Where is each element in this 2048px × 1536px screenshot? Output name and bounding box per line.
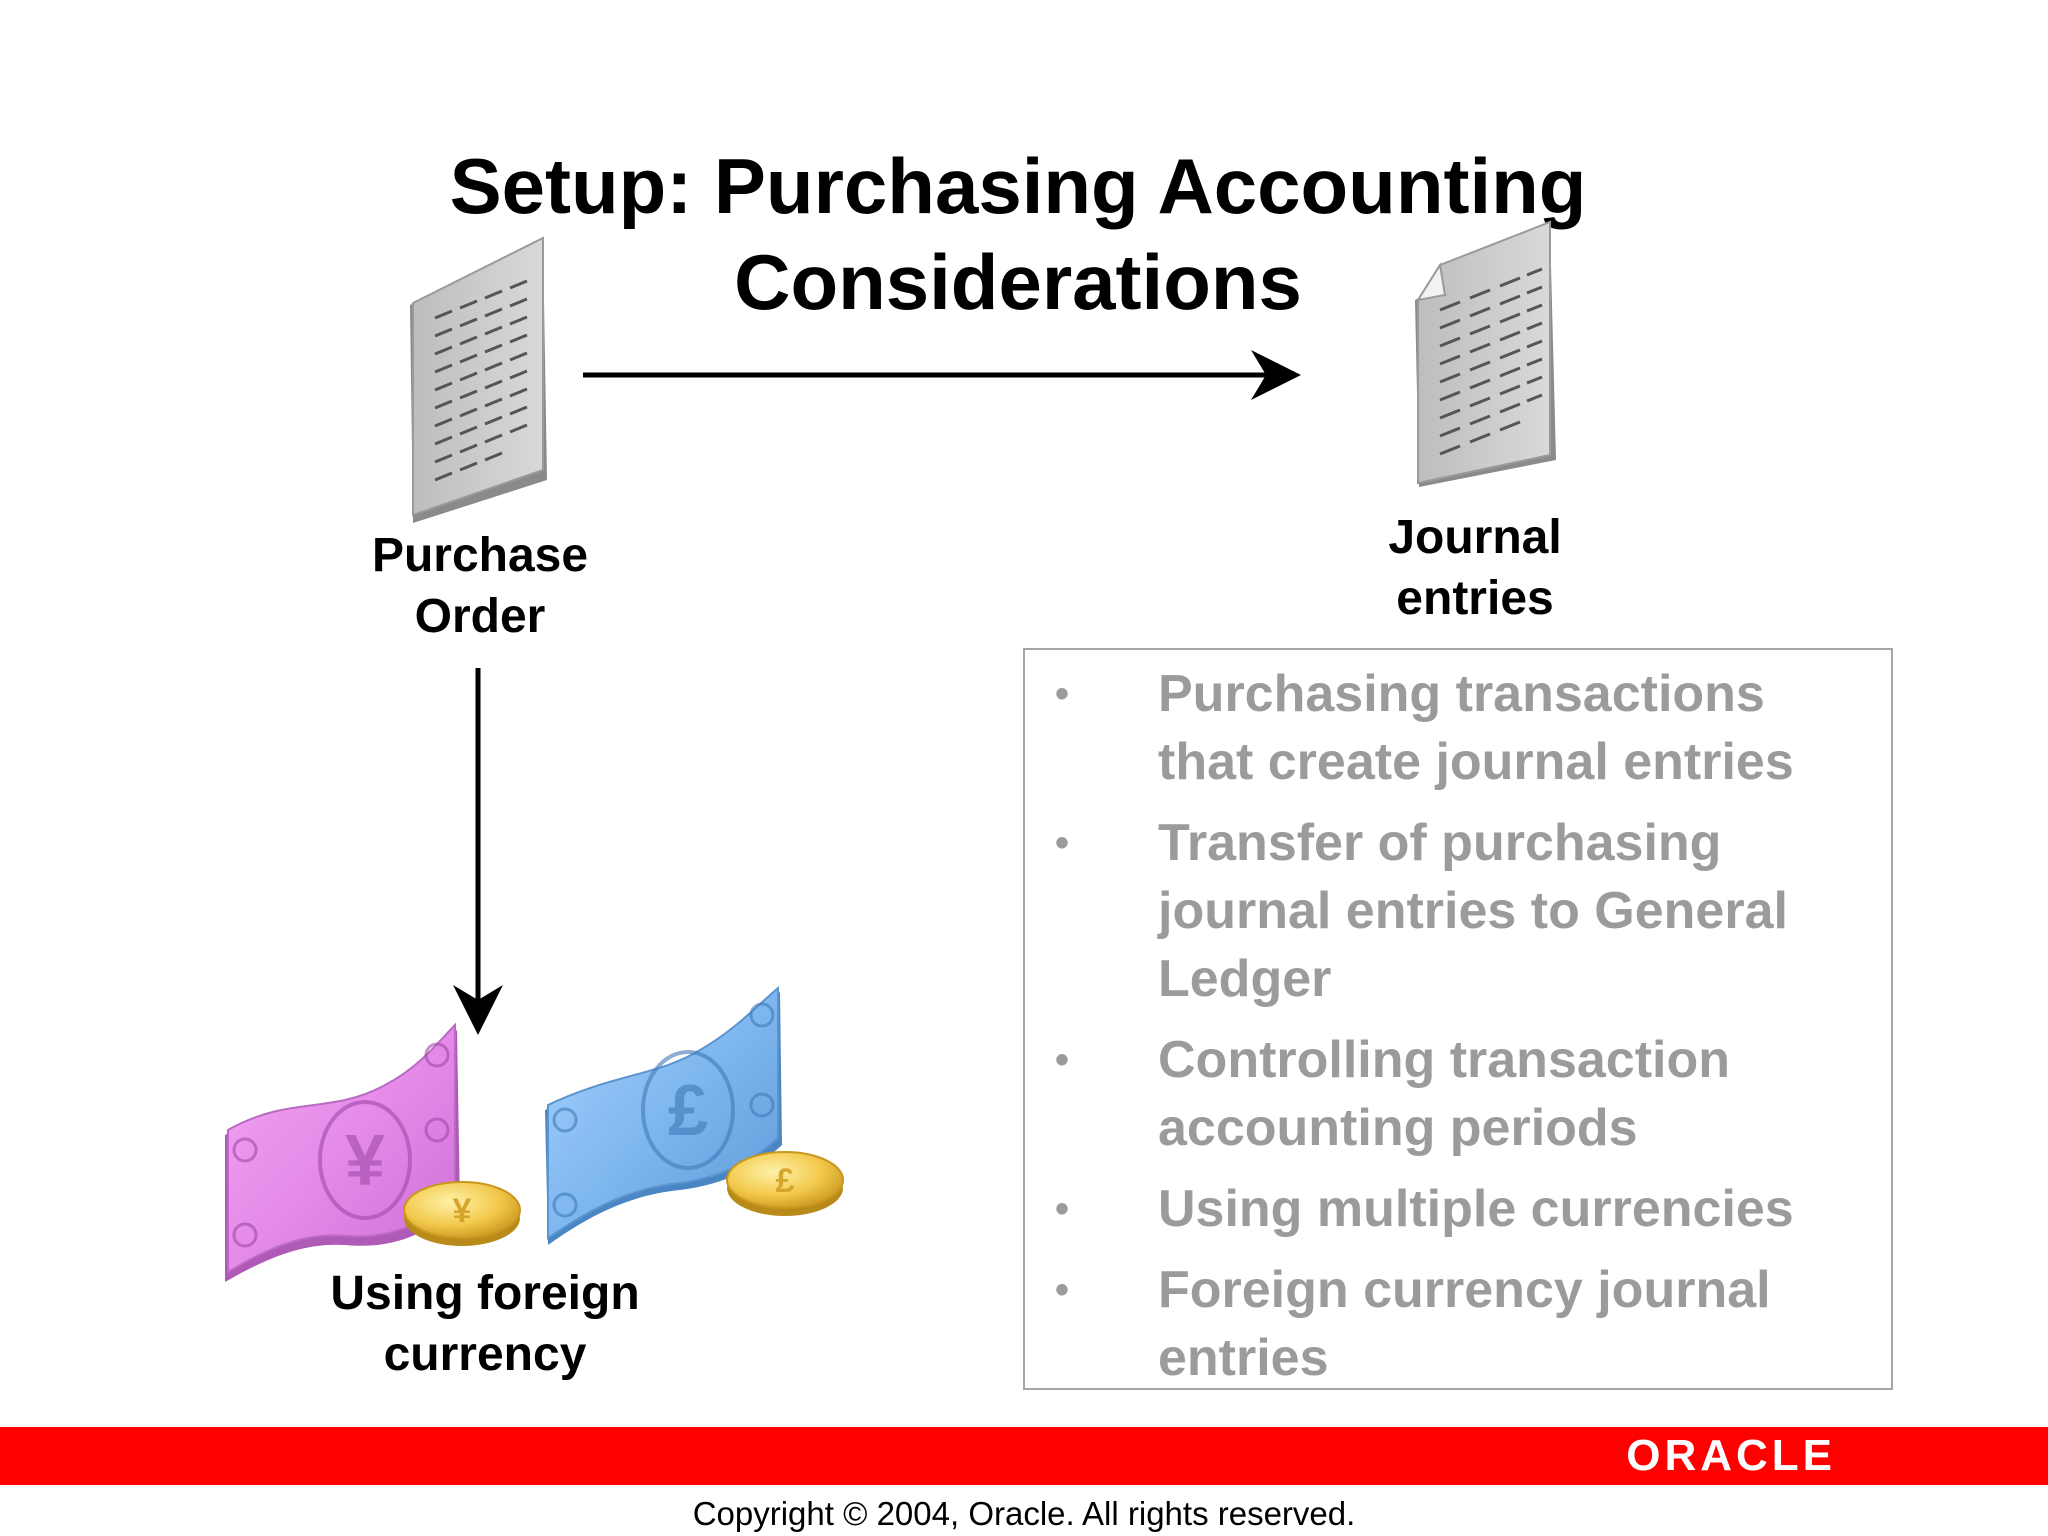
- copyright-text: Copyright © 2004, Oracle. All rights res…: [692, 1495, 1356, 1532]
- list-item: • Transfer of purchasing journal entries…: [1025, 809, 1891, 1013]
- foreign-currency-label-line-2: currency: [383, 1328, 587, 1381]
- pound-coin-icon: £: [726, 1151, 844, 1216]
- list-item-line: Controlling transaction: [1158, 1031, 1730, 1089]
- list-item: • Purchasing transactions that create jo…: [1025, 660, 1891, 796]
- purchase-order-label-line-1: Purchase: [371, 529, 589, 582]
- bullet-marker: •: [1055, 672, 1070, 716]
- footer-bar: ORACLE: [0, 1427, 2048, 1485]
- yen-coin-icon: ¥: [403, 1181, 521, 1246]
- list-item-line: that create journal entries: [1158, 733, 1794, 791]
- bullet-marker: •: [1055, 1187, 1070, 1231]
- svg-text:£: £: [668, 1071, 708, 1151]
- list-item-line: Using multiple currencies: [1158, 1180, 1794, 1238]
- svg-text:£: £: [776, 1162, 795, 1200]
- pound-banknote-icon: £: [545, 985, 782, 1245]
- svg-text:¥: ¥: [453, 1192, 472, 1230]
- list-item-line: journal entries to General: [1158, 882, 1788, 940]
- purchase-order-label: Purchase Order: [330, 525, 630, 647]
- slide-title-line-1: Setup: Purchasing Accounting: [449, 142, 1587, 230]
- slide-title-line-2: Considerations: [734, 238, 1302, 326]
- list-item-line: Foreign currency journal: [1158, 1261, 1771, 1319]
- list-item-line: entries: [1158, 1329, 1329, 1387]
- journal-entries-label: Journal entries: [1325, 507, 1625, 629]
- list-item: • Controlling transaction accounting per…: [1025, 1026, 1891, 1162]
- purchase-order-document-icon: [410, 236, 547, 523]
- list-item: • Foreign currency journal entries: [1025, 1256, 1891, 1392]
- journal-entries-label-line-2: entries: [1396, 572, 1554, 625]
- considerations-box: • Purchasing transactions that create jo…: [1023, 648, 1893, 1390]
- list-item-line: Transfer of purchasing: [1158, 814, 1722, 872]
- considerations-list: • Purchasing transactions that create jo…: [1025, 660, 1891, 1405]
- journal-entries-label-line-1: Journal: [1388, 511, 1562, 564]
- yen-banknote-icon: ¥: [225, 1022, 460, 1282]
- purchase-order-label-line-2: Order: [414, 590, 546, 643]
- foreign-currency-label-line-1: Using foreign: [330, 1267, 640, 1320]
- bullet-marker: •: [1055, 821, 1070, 865]
- list-item-line: Purchasing transactions: [1158, 665, 1765, 723]
- slide-title: Setup: Purchasing Accounting Considerati…: [0, 138, 2036, 330]
- list-item-line: Ledger: [1158, 950, 1332, 1008]
- bullet-marker: •: [1055, 1038, 1070, 1082]
- list-item-line: accounting periods: [1158, 1099, 1638, 1157]
- journal-entries-document-icon: [1415, 220, 1556, 487]
- oracle-logo: ORACLE: [1626, 1431, 1836, 1480]
- foreign-currency-label: Using foreign currency: [280, 1263, 690, 1385]
- bullet-marker: •: [1055, 1268, 1070, 1312]
- list-item: • Using multiple currencies: [1025, 1175, 1891, 1243]
- svg-text:¥: ¥: [345, 1121, 385, 1201]
